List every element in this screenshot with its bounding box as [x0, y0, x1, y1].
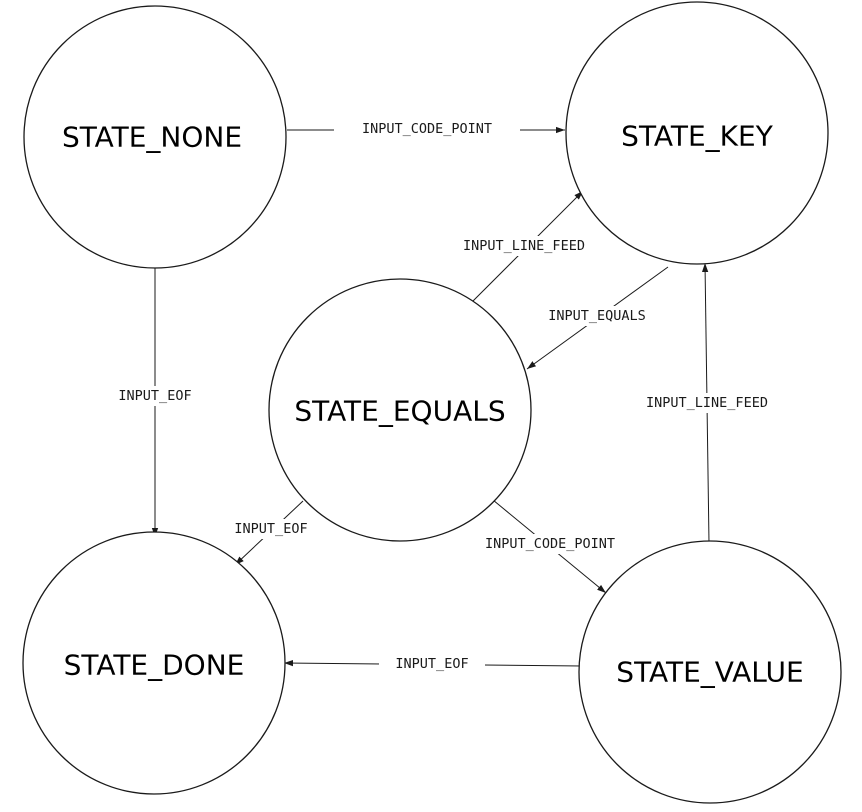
- node-circle: [268, 278, 532, 542]
- edge-label-text: INPUT_EOF: [395, 656, 468, 672]
- node-circle: [578, 540, 842, 804]
- node-label: STATE_KEY: [621, 120, 774, 153]
- edge-label-value-to-key: INPUT_LINE_FEED: [619, 393, 794, 413]
- edge-label-text: INPUT_CODE_POINT: [362, 121, 492, 137]
- node-state-none: STATE_NONE: [23, 5, 287, 269]
- edge-label-text: INPUT_EOF: [118, 388, 191, 404]
- edge-label-text: INPUT_LINE_FEED: [646, 395, 768, 411]
- edge-label-key-to-equals: INPUT_EQUALS: [526, 306, 668, 326]
- node-circle: [23, 5, 287, 269]
- node-state-done: STATE_DONE: [22, 531, 286, 795]
- edge-label-text: INPUT_LINE_FEED: [463, 238, 585, 254]
- edge-label-equals-to-key: INPUT_LINE_FEED: [437, 236, 612, 256]
- node-label: STATE_DONE: [64, 649, 245, 682]
- edge-label-text: INPUT_EOF: [234, 521, 307, 537]
- edge-label-none-to-key: INPUT_CODE_POINT: [334, 119, 520, 139]
- node-state-value: STATE_VALUE: [578, 540, 842, 804]
- edge-label-equals-to-done: INPUT_EOF: [218, 519, 324, 539]
- node-label: STATE_NONE: [62, 121, 242, 154]
- edge-label-none-to-done: INPUT_EOF: [103, 386, 207, 406]
- edge-label-equals-to-value: INPUT_CODE_POINT: [456, 534, 644, 554]
- node-label: STATE_EQUALS: [294, 395, 505, 428]
- edge-label-text: INPUT_EQUALS: [548, 308, 646, 324]
- edge-label-text: INPUT_CODE_POINT: [485, 536, 615, 552]
- node-state-equals: STATE_EQUALS: [268, 278, 532, 542]
- edge-label-value-to-done: INPUT_EOF: [379, 654, 485, 674]
- node-circle: [565, 1, 829, 265]
- node-circle: [22, 531, 286, 795]
- node-state-key: STATE_KEY: [565, 1, 829, 265]
- node-label: STATE_VALUE: [616, 656, 803, 689]
